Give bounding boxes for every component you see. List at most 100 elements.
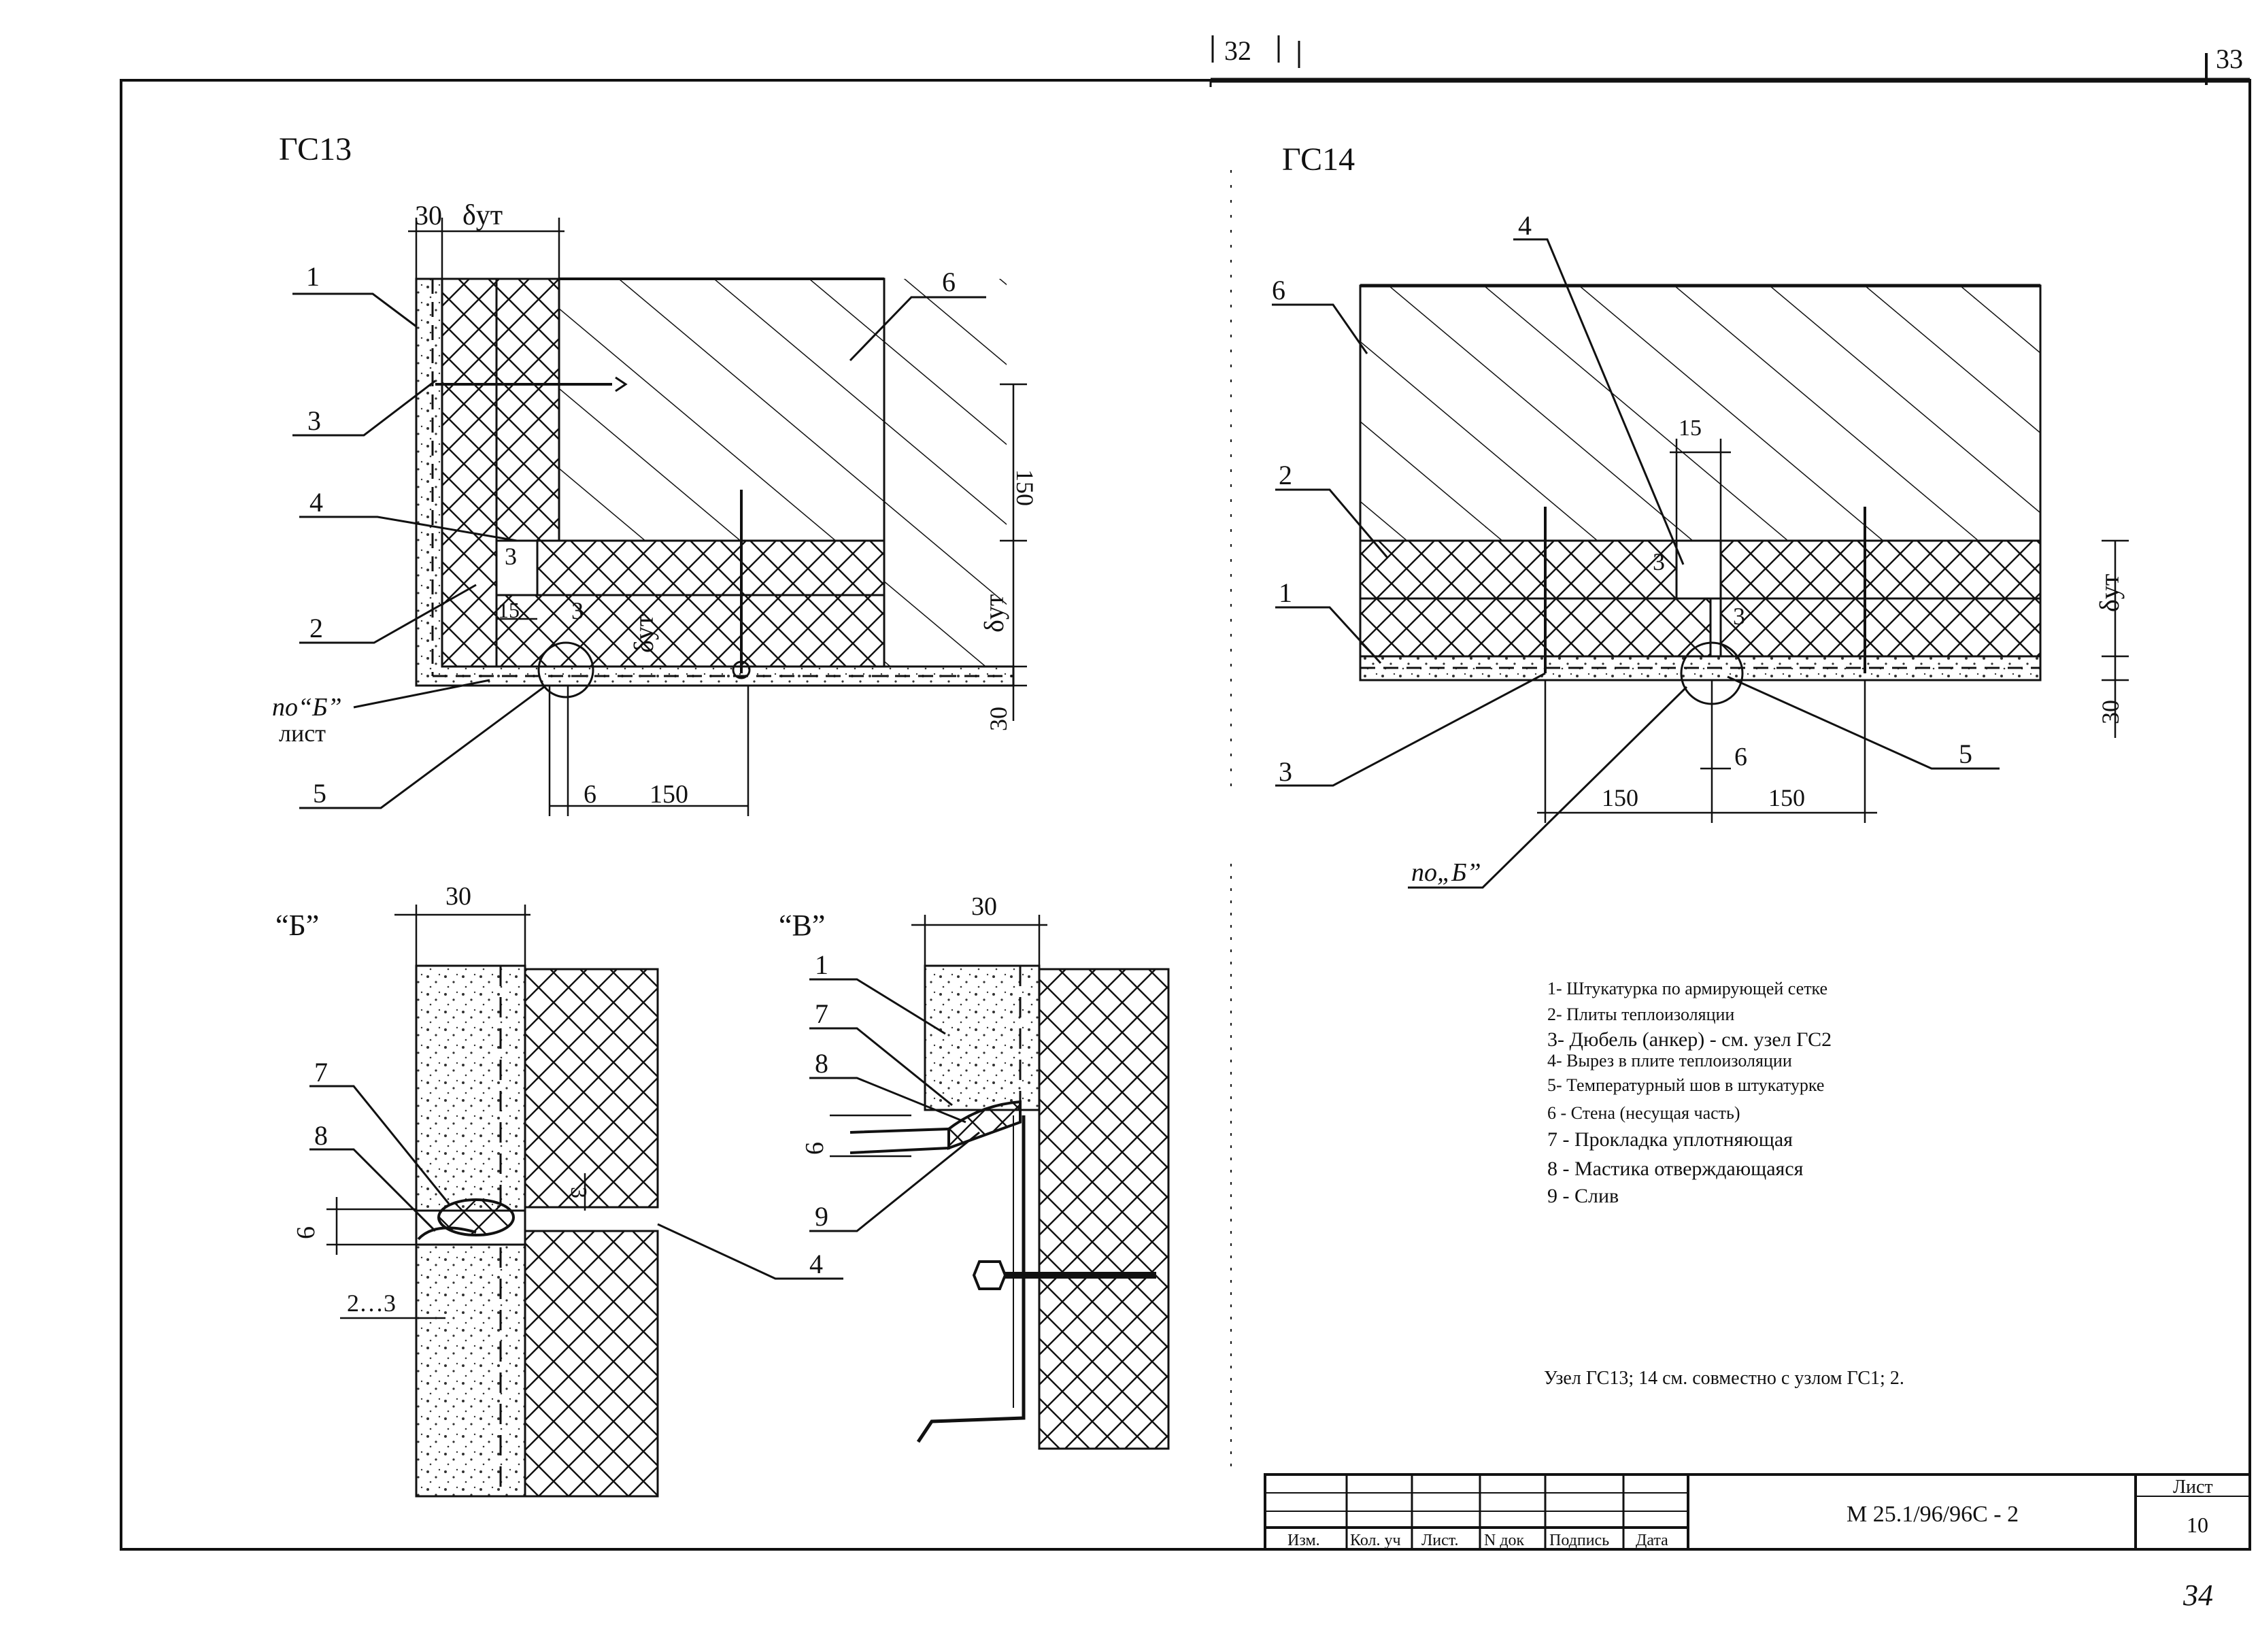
dim-30: 30 [985, 707, 1012, 731]
callout-7: 7 [815, 998, 828, 1029]
title-col-data: Дата [1636, 1532, 1668, 1549]
callout-1: 1 [815, 949, 828, 980]
legend-note: Узел ГС13; 14 см. совместно с узлом ГС1;… [1544, 1368, 1904, 1389]
callout-3: 3 [1279, 756, 1292, 787]
detail-b: “Б” 30 6 2…3 3 7 8 4 [275, 882, 843, 1498]
dim-6: 6 [1734, 743, 1747, 771]
dim-150: 150 [1011, 469, 1039, 506]
sealing-gasket [437, 1198, 515, 1236]
detail-b-dimension-lines [326, 905, 586, 1319]
legend-item-6: 6 - Стена (несущая часть) [1547, 1103, 1740, 1123]
sheet-frame [120, 35, 2251, 1551]
dim-15: 15 [498, 598, 520, 622]
dim-30: 30 [2097, 700, 2124, 724]
detail-gs14: ГС14 15 δут 30 3 3 [1272, 141, 2129, 889]
dim-6: 6 [801, 1142, 829, 1155]
bearing-wall [558, 277, 886, 542]
dim-delta-ut: δут [2094, 574, 2125, 612]
gs13-dimension-lines [408, 218, 1027, 816]
dim-30: 30 [415, 200, 442, 231]
legend: 1- Штукатурка по армирующей сетке 2- Пли… [1544, 979, 1904, 1389]
dim-150: 150 [1768, 784, 1805, 811]
sheet-number: 10 [2187, 1513, 2208, 1537]
insulation-board-top-right [1719, 539, 2042, 600]
legend-item-8: 8 - Мастика отверждающаяся [1547, 1158, 1804, 1180]
title-col-podpis: Подпись [1549, 1532, 1609, 1549]
page-number-bottom-right: 34 [2183, 1579, 2213, 1612]
callout-4: 4 [309, 487, 323, 518]
dim-6: 6 [584, 780, 596, 809]
ref-po-b-line1: по“Б” [272, 693, 342, 722]
plaster-layer-lower [415, 1243, 526, 1498]
sheet-label: Лист [2173, 1477, 2213, 1498]
callout-8: 8 [815, 1048, 828, 1079]
callout-4: 4 [1518, 210, 1532, 241]
dim-delta-ut: δут [979, 594, 1009, 633]
dim-3: 3 [571, 597, 584, 624]
title-col-n-dok: N док [1484, 1532, 1525, 1549]
dim-30: 30 [445, 882, 471, 911]
insulation-board-lower [524, 1230, 659, 1498]
dim-150: 150 [1602, 784, 1638, 811]
insulation-board-bottom-left [1359, 597, 1712, 658]
detail-marker-b [537, 641, 594, 698]
callout-7: 7 [314, 1057, 328, 1088]
legend-item-5: 5- Температурный шов в штукатурке [1547, 1075, 1824, 1095]
ref-po-b: по„Б” [1411, 858, 1481, 887]
document-code: М 25.1/96/96С - 2 [1847, 1502, 2019, 1527]
dim-30: 30 [971, 892, 997, 921]
dim-3: 3 [505, 543, 517, 570]
title-block: Изм. Кол. уч Лист. N док Подпись Дата М … [1264, 1473, 2251, 1551]
detail-v-dimension-lines [830, 915, 1047, 1158]
detail-title-v: “В” [779, 909, 825, 942]
callout-3: 3 [307, 405, 321, 436]
dim-3: 3 [1733, 603, 1745, 630]
callout-5: 5 [313, 778, 326, 809]
legend-item-3: 3- Дюбель (анкер) - см. узел ГС2 [1547, 1028, 1832, 1051]
detail-b-leaders [309, 1085, 843, 1280]
callout-6: 6 [942, 267, 956, 297]
gs14-leaders [1272, 238, 2000, 889]
callout-2: 2 [309, 613, 323, 643]
legend-item-9: 9 - Слив [1547, 1185, 1619, 1207]
detail-title-gs13: ГС13 [279, 131, 352, 167]
title-col-list: Лист. [1421, 1532, 1458, 1549]
insulation-board-vertical-outer [441, 277, 498, 668]
detail-gs13: ГС13 [272, 131, 1039, 816]
ref-po-b-line2: лист [279, 720, 326, 747]
page-number-top: 32 [1224, 35, 1251, 66]
insulation-board-horizontal-top [536, 539, 886, 596]
insulation-board-upper [524, 968, 659, 1209]
dim-15: 15 [1679, 416, 1702, 441]
callout-8: 8 [314, 1120, 328, 1151]
callout-2: 2 [1279, 460, 1292, 490]
legend-item-4: 4- Вырез в плите теплоизоляции [1547, 1051, 1792, 1071]
insulation-board [1038, 968, 1170, 1450]
insulation-board-vertical-inner [495, 277, 560, 542]
legend-item-7: 7 - Прокладка уплотняющая [1547, 1128, 1793, 1151]
dim-3: 3 [1653, 548, 1665, 575]
detail-title-gs14: ГС14 [1282, 141, 1355, 178]
dim-3: 3 [566, 1187, 591, 1198]
detail-v-leaders [809, 978, 980, 1232]
dim-6: 6 [292, 1226, 320, 1239]
gs14-dimension-lines [1537, 439, 2129, 823]
title-col-izm: Изм. [1287, 1532, 1320, 1549]
callout-1: 1 [306, 261, 320, 292]
insulation-board-top-left [1359, 539, 1678, 600]
detail-v: “В” 30 6 1 7 8 9 [779, 892, 1170, 1450]
insulation-board-horizontal-bottom [495, 594, 886, 668]
title-col-kol-uch: Кол. уч [1350, 1532, 1401, 1549]
page-number-top-right: 33 [2216, 44, 2243, 74]
gs13-leaders [292, 292, 986, 809]
drip-flashing [849, 1127, 950, 1154]
detail-title-b: “Б” [275, 909, 319, 942]
dim-2-3: 2…3 [347, 1289, 396, 1317]
dim-delta-ut: δут [628, 615, 659, 653]
plaster-layer [924, 964, 1041, 1111]
legend-item-1: 1- Штукатурка по армирующей сетке [1547, 979, 1827, 998]
callout-5: 5 [1959, 739, 1972, 769]
bearing-wall [1359, 284, 2042, 542]
insulation-board-bottom-right [1719, 597, 2042, 658]
